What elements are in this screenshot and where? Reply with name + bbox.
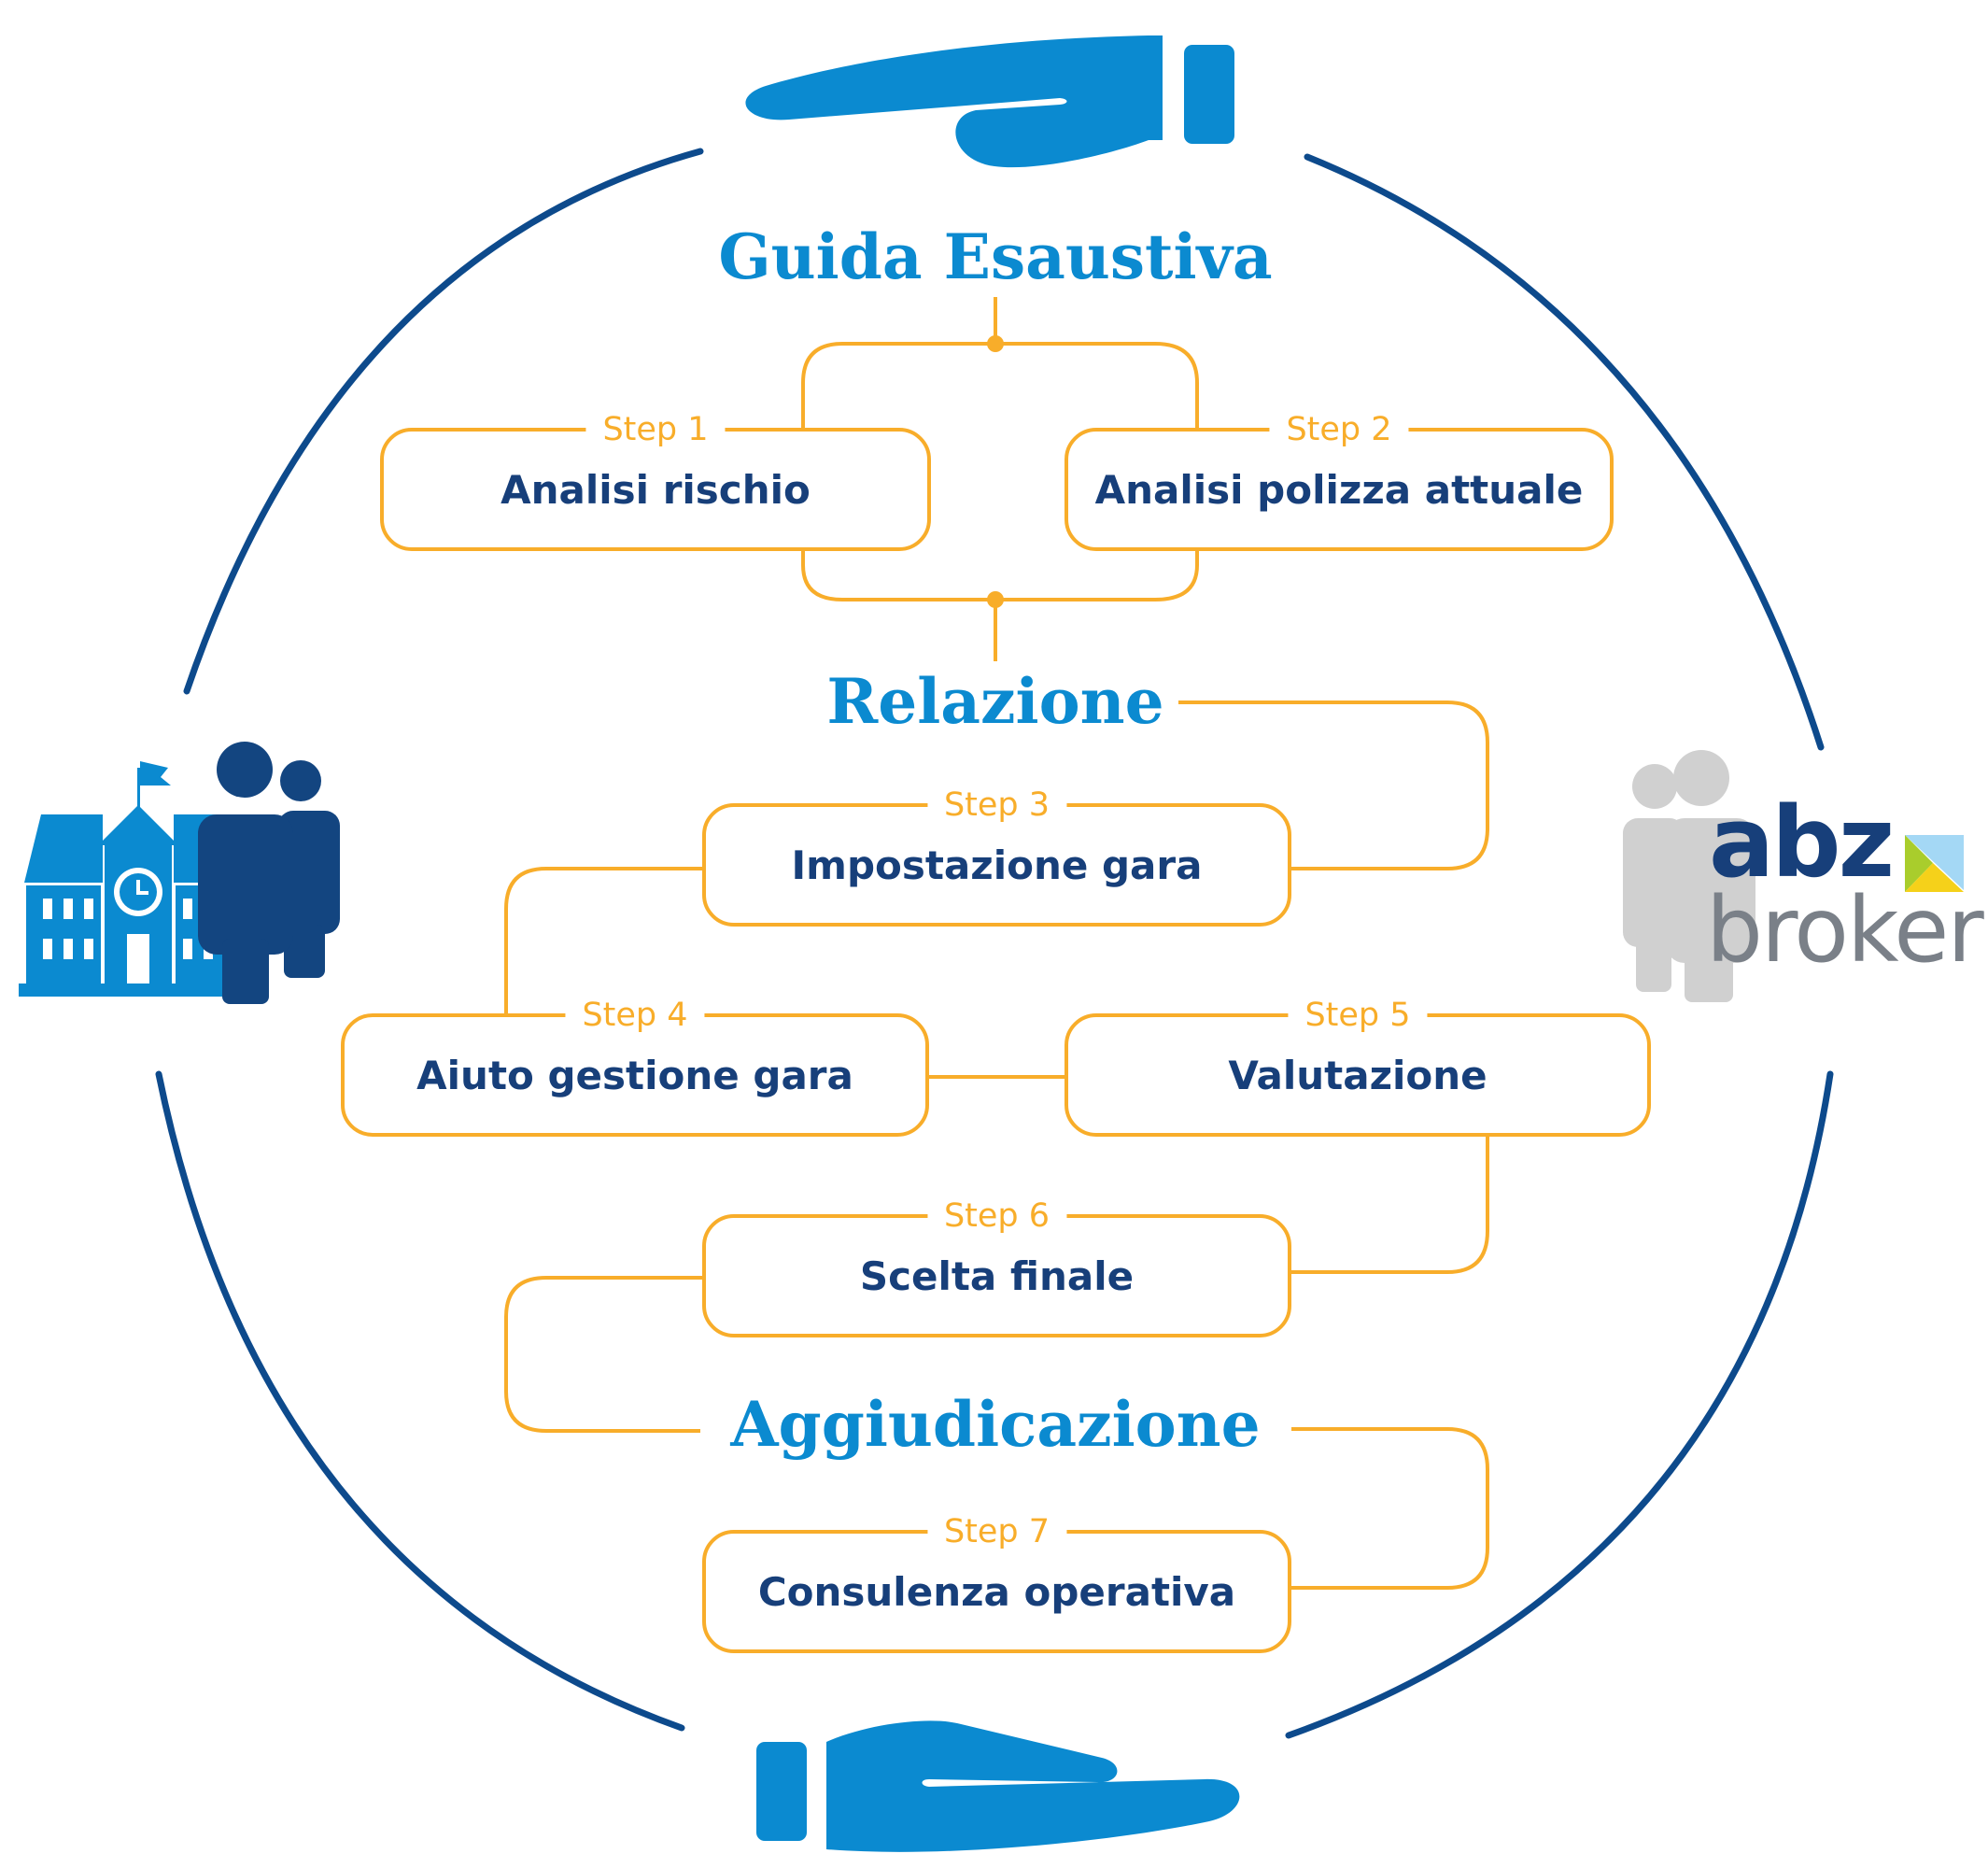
step-title: Impostazione gara xyxy=(791,842,1203,888)
step-title: Scelta finale xyxy=(859,1252,1135,1299)
step-label: Step 7 xyxy=(926,1510,1067,1553)
phase-title-aggiudicazione: Aggiudicazione xyxy=(730,1388,1261,1461)
step-label: Step 6 xyxy=(926,1195,1067,1238)
circle-arc-top-right xyxy=(1304,153,1825,751)
step-title: Analisi rischio xyxy=(501,466,811,513)
step-box-3: Step 3 Impostazione gara xyxy=(702,784,1291,927)
hand-top-icon xyxy=(745,35,1234,168)
step-box-6: Step 6 Scelta finale xyxy=(702,1195,1291,1337)
outer-circle xyxy=(155,148,1834,1739)
connector-dots xyxy=(987,335,1004,608)
step-label: Step 3 xyxy=(926,784,1067,827)
step-label: Step 4 xyxy=(565,994,705,1037)
abz-logo-mark-icon xyxy=(1905,835,1964,892)
circle-arc-bottom-right xyxy=(1285,1070,1834,1739)
step-title: Aiuto gestione gara xyxy=(416,1052,853,1098)
step-title: Analisi polizza attuale xyxy=(1094,466,1584,513)
logo-brand-text: abz xyxy=(1709,785,1895,899)
step-box-2: Step 2 Analisi polizza attuale xyxy=(1064,408,1614,551)
step-box-1: Step 1 Analisi rischio xyxy=(380,408,931,551)
step-box-7: Step 7 Consulenza operativa xyxy=(702,1510,1291,1653)
step-label: Step 5 xyxy=(1288,994,1428,1037)
phase-title-relazione: Relazione xyxy=(826,665,1164,738)
circle-arc-bottom-left xyxy=(155,1070,685,1732)
phase-title-guida-esaustiva: Guida Esaustiva xyxy=(718,220,1273,293)
circle-arc-top-left xyxy=(183,148,704,695)
step-box-5: Step 5 Valutazione xyxy=(1064,994,1651,1137)
step-label: Step 1 xyxy=(585,408,726,451)
step-title: Valutazione xyxy=(1228,1052,1487,1098)
hand-bottom-icon xyxy=(756,1720,1240,1852)
step-title: Consulenza operativa xyxy=(757,1568,1236,1615)
step-box-4: Step 4 Aiuto gestione gara xyxy=(341,994,929,1137)
people-icon xyxy=(198,742,340,1004)
logo-sub-text: broker xyxy=(1706,878,1984,983)
step-label: Step 2 xyxy=(1269,408,1409,451)
abz-broker-logo: abz broker xyxy=(1620,747,1984,1004)
people-gray-icon xyxy=(1623,750,1755,1002)
